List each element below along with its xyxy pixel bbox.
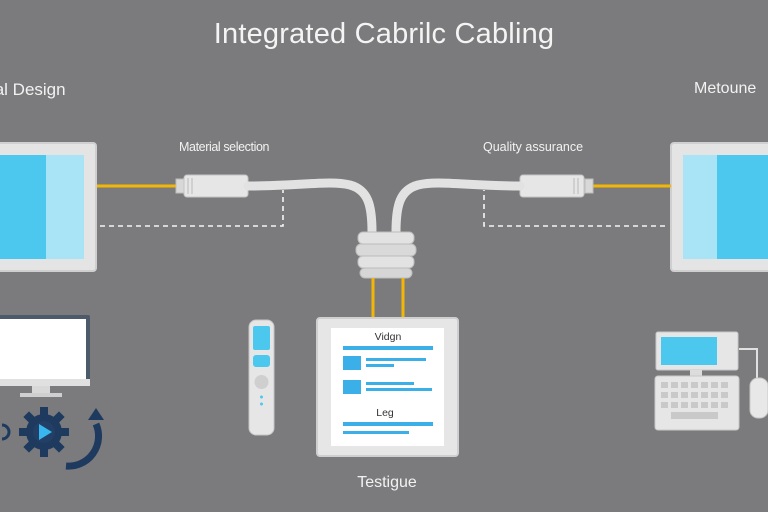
refresh-arrow-icon xyxy=(65,408,104,470)
monitor-icon xyxy=(0,315,90,397)
document-panel-icon xyxy=(316,317,459,457)
left-panel-screen-icon xyxy=(0,142,97,272)
left-top-label: tal Design xyxy=(0,80,66,99)
diagram-title: Integrated Cabrilc Cabling xyxy=(213,18,555,50)
cable-connector-icon xyxy=(391,174,594,237)
right-panel-screen-icon xyxy=(670,142,768,272)
computer-keyboard-icon xyxy=(654,331,768,431)
left-dashed-link xyxy=(100,190,284,227)
document-mid-label: Leg xyxy=(376,407,394,419)
cable-connector-icon xyxy=(175,174,377,237)
remote-control-icon xyxy=(248,319,275,436)
quality-assurance-label: Quality assurance xyxy=(483,140,584,154)
right-top-label: Metoune xyxy=(694,80,757,97)
material-selection-label: Material selection xyxy=(179,140,270,154)
junction-block-icon xyxy=(355,231,417,279)
bottom-label: Testigue xyxy=(357,474,417,491)
document-top-label: Vidgn xyxy=(374,331,402,343)
right-dashed-link xyxy=(483,190,665,227)
gear-play-icon xyxy=(1,407,69,457)
